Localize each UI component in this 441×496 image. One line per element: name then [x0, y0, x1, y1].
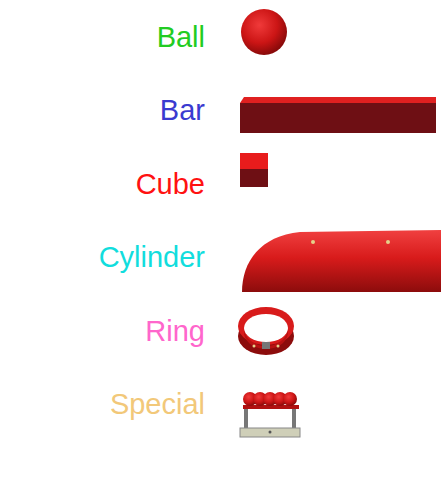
shape-label: Cylinder	[99, 240, 205, 274]
cylinder-icon	[242, 230, 441, 292]
special-icon	[240, 392, 300, 437]
shape-label: Bar	[160, 93, 205, 127]
ring-icon	[238, 307, 294, 355]
shape-label: Cube	[136, 167, 205, 201]
shape-label: Special	[110, 387, 205, 421]
shape-label: Ball	[157, 20, 205, 54]
shape-label: Ring	[145, 314, 205, 348]
bar-icon	[240, 97, 436, 133]
ball-icon	[241, 9, 287, 55]
cube-icon	[240, 153, 268, 187]
